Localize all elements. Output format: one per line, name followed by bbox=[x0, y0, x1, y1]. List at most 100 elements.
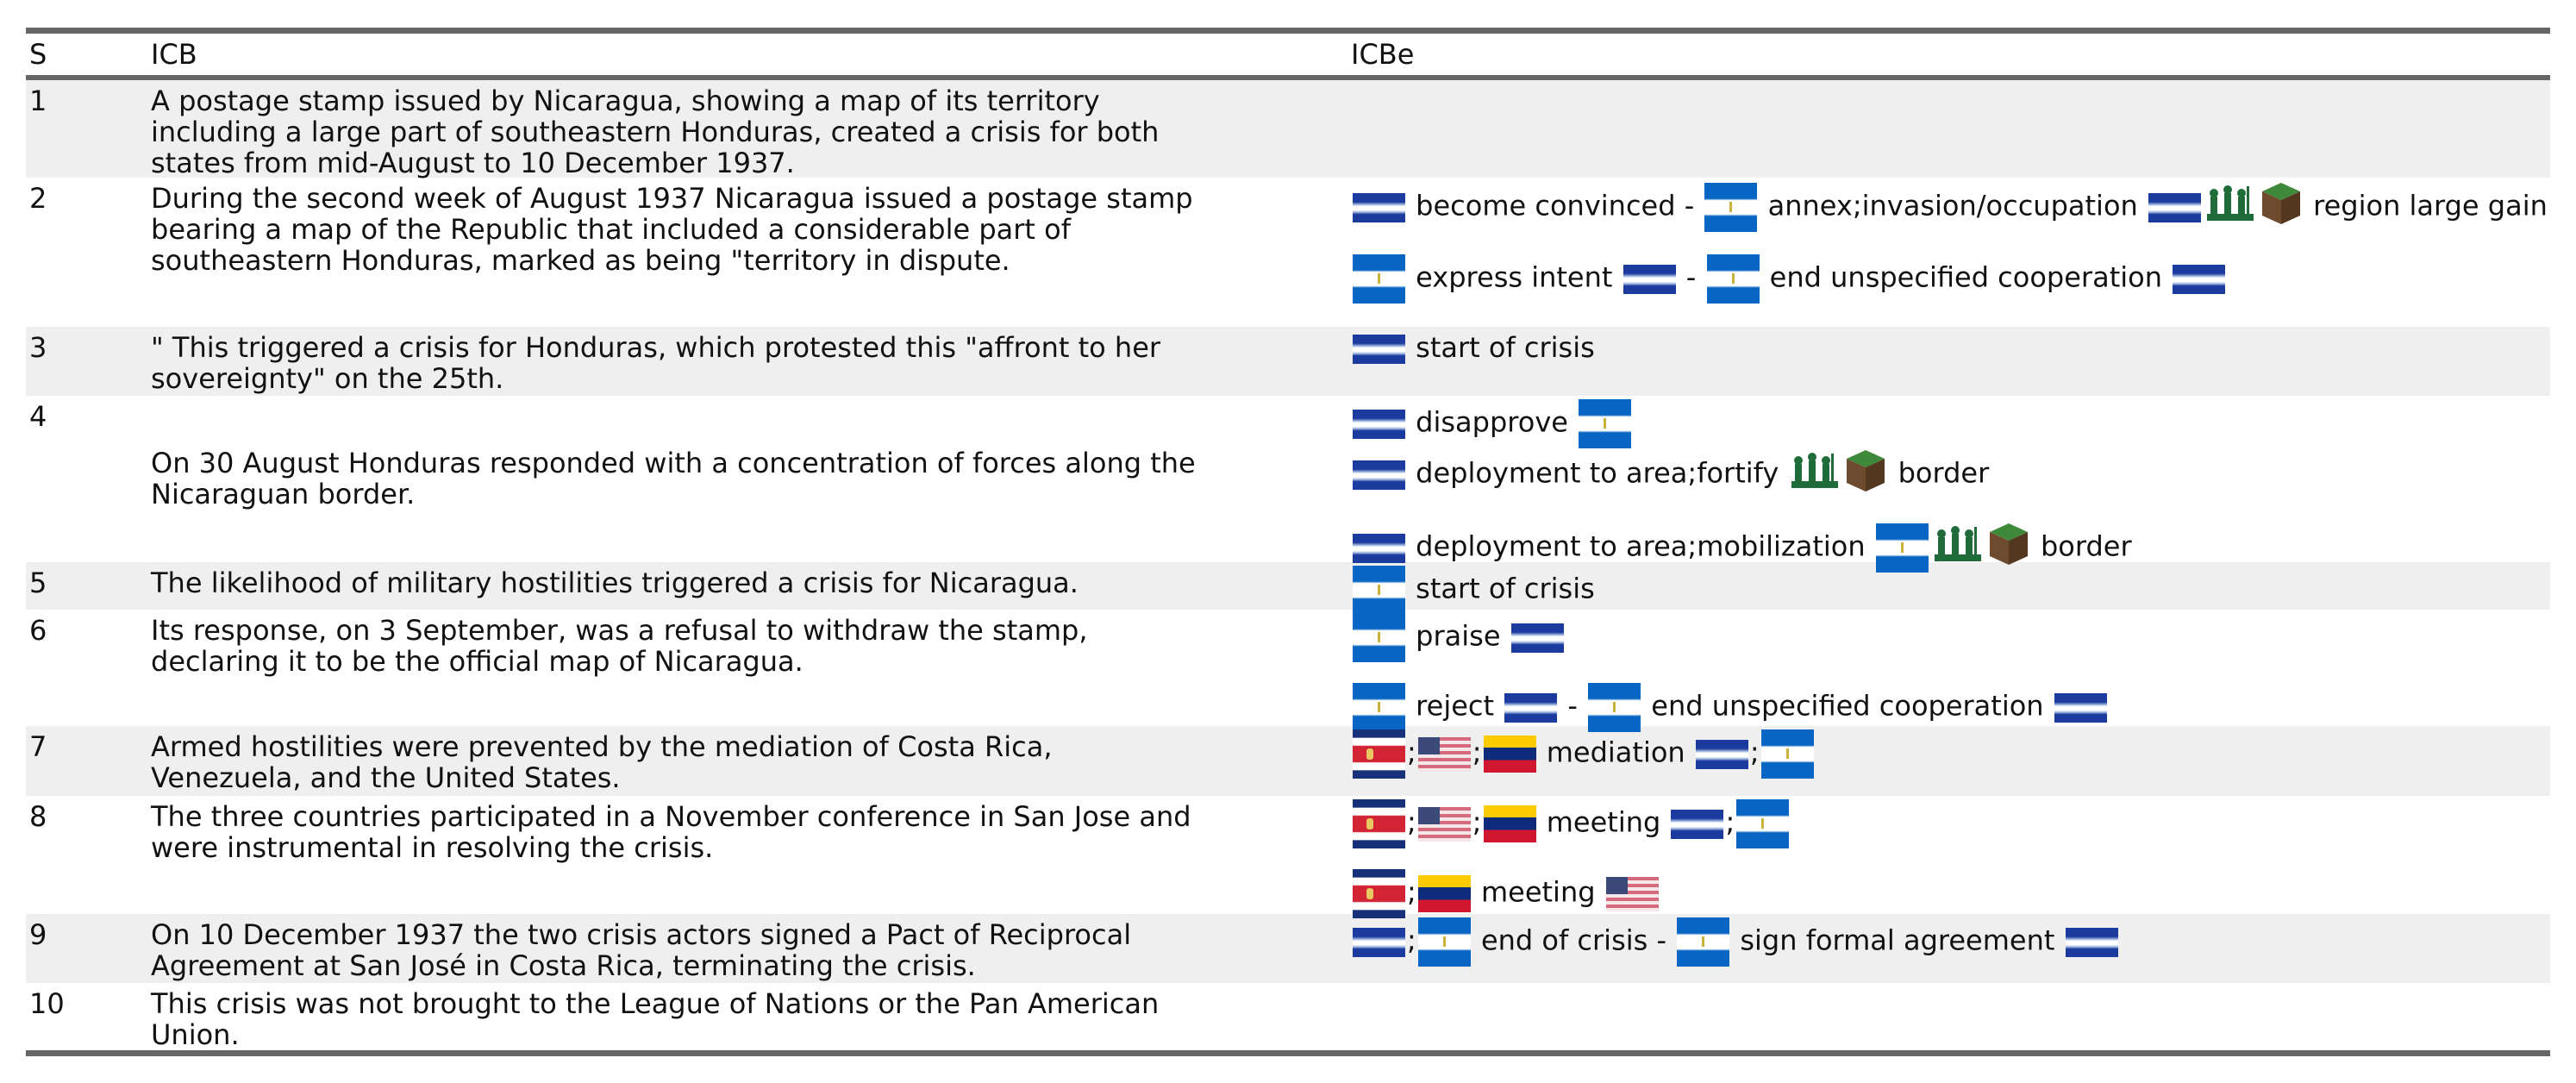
table-row: 5 The likelihood of military hostilities … bbox=[26, 562, 2550, 615]
land-block-icon bbox=[1988, 522, 2029, 574]
event-line: ; meeting bbox=[1351, 869, 2550, 918]
nicaragua-flag-icon bbox=[1736, 799, 1790, 848]
event-line: ;; mediation ; bbox=[1351, 729, 2550, 779]
honduras-flag-icon bbox=[1353, 409, 1405, 439]
event-text: ; bbox=[1472, 805, 1482, 839]
icb-description: Its response, on 3 September, was a refu… bbox=[151, 610, 1349, 726]
icb-line: declaring it to be the official map of N… bbox=[151, 645, 803, 678]
icb-description: On 10 December 1937 the two crisis actor… bbox=[151, 914, 1349, 983]
nicaragua-flag-icon bbox=[1588, 683, 1641, 732]
icb-line: This crisis was not brought to the Leagu… bbox=[151, 987, 1160, 1020]
icb-line: Its response, on 3 September, was a refu… bbox=[151, 614, 1088, 647]
event-text: ; bbox=[1407, 736, 1416, 769]
event-text: ; bbox=[1749, 736, 1760, 769]
icb-line: On 10 December 1937 the two crisis actor… bbox=[151, 918, 1132, 951]
event-text: become convinced - bbox=[1416, 189, 1695, 222]
icb-description: The likelihood of military hostilities t… bbox=[151, 562, 1349, 610]
row-number: 1 bbox=[29, 85, 47, 117]
row-number: 5 bbox=[29, 567, 47, 599]
icb-description: Armed hostilities were prevented by the … bbox=[151, 726, 1349, 796]
event-text: meeting bbox=[1480, 875, 1596, 909]
honduras-flag-icon bbox=[1623, 264, 1676, 294]
icb-line: Union. bbox=[151, 1018, 240, 1051]
icbe-events: ; end of crisis - sign formal agreement bbox=[1349, 914, 2550, 983]
nicaragua-flag-icon bbox=[1704, 183, 1758, 232]
icb-line: The three countries participated in a No… bbox=[151, 800, 1191, 833]
event-text: border bbox=[1898, 456, 1990, 490]
event-text: ; bbox=[1407, 923, 1416, 957]
icbe-events: become convinced - annex;invasion/occupa… bbox=[1349, 178, 2550, 327]
table-row: 3 " This triggered a crisis for Honduras,… bbox=[26, 327, 2550, 396]
venezuela-flag-icon bbox=[1483, 736, 1536, 773]
honduras-flag-icon bbox=[1353, 460, 1405, 490]
icb-line: Agreement at San José in Costa Rica, ter… bbox=[151, 949, 976, 982]
event-line: start of crisis bbox=[1351, 566, 2550, 615]
row-number: 7 bbox=[29, 730, 47, 763]
event-text: start of crisis bbox=[1416, 572, 1595, 605]
icb-line: During the second week of August 1937 Ni… bbox=[151, 182, 1193, 215]
event-text: ; bbox=[1407, 875, 1416, 909]
event-text: express intent bbox=[1416, 260, 1613, 294]
icb-line: On 30 August Honduras responded with a c… bbox=[151, 447, 1196, 479]
row-number: 3 bbox=[29, 331, 47, 364]
nicaragua-flag-icon bbox=[1760, 729, 1814, 779]
honduras-flag-icon bbox=[1353, 192, 1405, 222]
event-text: ; bbox=[1472, 736, 1482, 769]
row-number: 9 bbox=[29, 918, 47, 951]
honduras-flag-icon bbox=[2148, 192, 2201, 222]
event-text: region large gain bbox=[2313, 189, 2548, 222]
event-text: meeting bbox=[1546, 805, 1661, 839]
nicaragua-flag-icon bbox=[1353, 613, 1405, 662]
icb-line: Armed hostilities were prevented by the … bbox=[151, 730, 1053, 763]
icb-description: During the second week of August 1937 Ni… bbox=[151, 178, 1349, 327]
header-icb: ICB bbox=[151, 38, 197, 71]
header-icbe: ICBe bbox=[1351, 38, 1415, 71]
event-line: disapprove bbox=[1351, 399, 2550, 448]
table-row: 9 On 10 December 1937 the two crisis acto… bbox=[26, 914, 2550, 983]
honduras-flag-icon bbox=[2065, 927, 2118, 957]
nicaragua-flag-icon bbox=[1875, 523, 1929, 573]
icb-description: " This triggered a crisis for Honduras, … bbox=[151, 327, 1349, 396]
icb-description: The three countries participated in a No… bbox=[151, 796, 1349, 914]
nicaragua-flag-icon bbox=[1677, 917, 1730, 967]
icbe-events bbox=[1349, 983, 2550, 1050]
honduras-flag-icon bbox=[1695, 739, 1748, 769]
honduras-flag-icon bbox=[1510, 623, 1564, 653]
event-text: mediation bbox=[1546, 736, 1685, 769]
header-s: S bbox=[29, 38, 47, 71]
icb-line: A postage stamp issued by Nicaragua, sho… bbox=[151, 85, 1100, 117]
united-states-flag-icon bbox=[1417, 806, 1471, 842]
event-line: ; end of crisis - sign formal agreement bbox=[1351, 917, 2550, 967]
venezuela-flag-icon bbox=[1483, 805, 1536, 842]
nicaragua-flag-icon bbox=[1353, 566, 1405, 615]
nicaragua-flag-icon bbox=[1706, 254, 1760, 304]
icb-line: sovereignty" on the 25th. bbox=[151, 362, 504, 395]
icbe-events bbox=[1349, 80, 2550, 178]
icb-line: including a large part of southeastern H… bbox=[151, 116, 1160, 148]
event-text: praise bbox=[1416, 619, 1501, 653]
icb-line: southeastern Honduras, marked as being "… bbox=[151, 244, 1010, 277]
event-line: express intent - end unspecified coopera… bbox=[1351, 254, 2550, 304]
table-body: 1 A postage stamp issued by Nicaragua, sh… bbox=[26, 80, 2550, 1050]
soldiers-icon bbox=[2205, 183, 2255, 232]
event-line: ;; meeting ; bbox=[1351, 799, 2550, 848]
table-header: S ICB ICBe bbox=[26, 34, 2550, 80]
table-row: 7 Armed hostilities were prevented by the… bbox=[26, 726, 2550, 796]
table-row: 1 A postage stamp issued by Nicaragua, sh… bbox=[26, 80, 2550, 178]
icb-line: Venezuela, and the United States. bbox=[151, 761, 621, 794]
nicaragua-flag-icon bbox=[1353, 254, 1405, 304]
event-line: deployment to area;fortify border bbox=[1351, 448, 2550, 501]
events-table: S ICB ICBe 1 A postage stamp issued by Ni… bbox=[26, 28, 2550, 1056]
event-line: become convinced - annex;invasion/occupa… bbox=[1351, 181, 2550, 234]
costa-rica-flag-icon bbox=[1353, 729, 1405, 779]
honduras-flag-icon bbox=[1353, 335, 1405, 364]
icb-line: " This triggered a crisis for Honduras, … bbox=[151, 331, 1161, 364]
event-line: start of crisis bbox=[1351, 330, 2550, 365]
soldiers-icon bbox=[1933, 523, 1983, 573]
row-number: 2 bbox=[29, 182, 47, 215]
united-states-flag-icon bbox=[1417, 736, 1471, 772]
icb-line: states from mid-August to 10 December 19… bbox=[151, 147, 795, 179]
